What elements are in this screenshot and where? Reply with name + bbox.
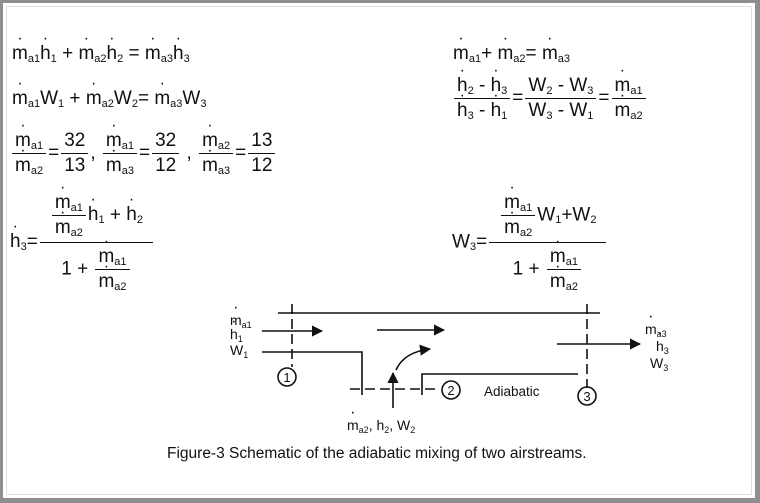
station1-circle: [277, 367, 297, 387]
adiabatic-label: Adiabatic: [484, 384, 540, 399]
energy-balance-equation: ma1h1 + ma2h2 = ma3h3: [12, 44, 190, 65]
outlet-enthalpy-label: h3: [656, 339, 669, 356]
page-frame-inner: [6, 6, 752, 495]
station1-label: 1: [283, 370, 290, 385]
inlet1-enthalpy-label: h1: [230, 327, 243, 344]
outlet-humidity-equation: W3= ma1ma2W1+W2 1 + ma1ma2: [452, 193, 608, 293]
duct-inlet1-lower-wall: [262, 351, 363, 395]
turning-flow-arrow: [395, 344, 432, 371]
station3-label: 3: [583, 389, 590, 404]
station3-circle: [577, 386, 597, 406]
figure-caption: Figure-3 Schematic of the adiabatic mixi…: [167, 445, 587, 462]
station2-label: 2: [447, 383, 454, 398]
inlet2-label: ma2, h2, W2: [347, 418, 415, 435]
moisture-balance-equation: ma1W1 + ma2W2= ma3W3: [12, 89, 206, 110]
mass-balance-equation: ma1+ ma2= ma3: [453, 44, 570, 65]
outlet-mass-label: ma3: [645, 322, 667, 339]
outlet-enthalpy-equation: h3= ma1ma2h1 + h2 1 + ma1ma2: [10, 193, 155, 293]
inlet1-humidity-label: W1: [230, 342, 249, 360]
duct-inlet2-wall: [421, 373, 578, 395]
outlet-humidity-label: W3: [650, 355, 669, 373]
station2-circle: [441, 380, 461, 400]
